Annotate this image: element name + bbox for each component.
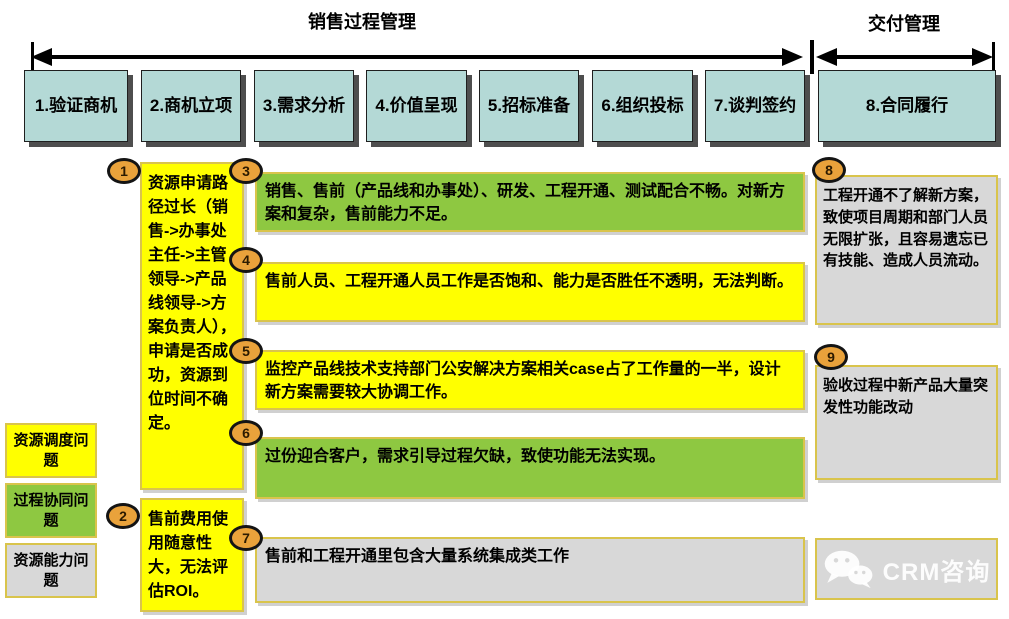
stage-box-4: 4.价值呈现 <box>366 70 467 142</box>
delivery-title: 交付管理 <box>868 14 940 34</box>
stage-label: 4.价值呈现 <box>375 95 458 115</box>
sales-process-title: 销售过程管理 <box>308 12 416 32</box>
legend-label: 过程协同问题 <box>13 492 89 529</box>
stage-label: 7.谈判签约 <box>713 95 797 115</box>
annotation-number-6: 6 <box>229 420 263 446</box>
annotation-text: 监控产品线技术支持部门公安解决方案相关case占了工作量的一半，设计新方案需要较… <box>265 361 781 402</box>
stage-label: 8.合同履行 <box>865 95 949 115</box>
stage-label: 2.商机立项 <box>149 95 233 115</box>
annotation-text: 售前和工程开通里包含大量系统集成类工作 <box>265 548 570 565</box>
annotation-box-8: 工程开通不了解新方案，致使项目周期和部门人员无限扩张，且容易遗忘已有技能、造成人… <box>815 175 998 325</box>
annotation-box-2: 售前费用使用随意性大，无法评估ROI。 <box>140 498 244 612</box>
annotation-number-8: 8 <box>812 157 846 183</box>
stage-box-3: 3.需求分析 <box>254 70 354 142</box>
annotation-box-6: 过份迎合客户，需求引导过程欠缺，致使功能无法实现。 <box>255 437 805 499</box>
annotation-number-4: 4 <box>229 247 263 273</box>
wechat-icon <box>824 550 873 589</box>
stage-box-2: 2.商机立项 <box>141 70 241 142</box>
annotation-text: 验收过程中新产品大量突发性功能改动 <box>823 377 989 416</box>
legend-item-resource-capability: 资源能力问题 <box>5 543 97 598</box>
annotation-box-3: 销售、售前（产品线和办事处）、研发、工程开通、测试配合不畅。对新方案和复杂，售前… <box>255 172 805 232</box>
annotation-text: 销售、售前（产品线和办事处）、研发、工程开通、测试配合不畅。对新方案和复杂，售前… <box>265 183 786 224</box>
stage-box-6: 6.组织投标 <box>592 70 693 142</box>
legend-label: 资源调度问题 <box>13 432 89 469</box>
stage-label: 6.组织投标 <box>601 95 684 115</box>
stage-box-8: 8.合同履行 <box>818 70 996 142</box>
annotation-box-1: 资源申请路径过长（销售->办事处主任->主管领导->产品线领导->方案负责人），… <box>140 162 244 490</box>
stage-box-7: 7.谈判签约 <box>705 70 805 142</box>
annotation-number-3: 3 <box>229 158 263 184</box>
stage-label: 5.招标准备 <box>487 95 571 115</box>
stage-box-1: 1.验证商机 <box>24 70 128 142</box>
stage-box-5: 5.招标准备 <box>479 70 579 142</box>
timeline-arrows <box>31 40 995 74</box>
delivery-arrow-right-head <box>972 48 993 66</box>
annotation-box-4: 售前人员、工程开通人员工作是否饱和、能力是否胜任不透明，无法判断。 <box>255 262 805 322</box>
annotation-number-7: 7 <box>229 525 263 551</box>
annotation-box-5: 监控产品线技术支持部门公安解决方案相关case占了工作量的一半，设计新方案需要较… <box>255 350 805 410</box>
annotation-box-7: 售前和工程开通里包含大量系统集成类工作 <box>255 537 805 603</box>
annotation-text: 售前费用使用随意性大，无法评估ROI。 <box>148 511 229 600</box>
annotation-text: 过份迎合客户，需求引导过程欠缺，致使功能无法实现。 <box>265 448 666 465</box>
watermark-label: CRM咨询 <box>882 558 991 586</box>
annotation-text: 售前人员、工程开通人员工作是否饱和、能力是否胜任不透明，无法判断。 <box>265 273 794 290</box>
annotation-number-9: 9 <box>814 344 848 370</box>
annotation-text: 资源申请路径过长（销售->办事处主任->主管领导->产品线领导->方案负责人），… <box>148 175 237 432</box>
delivery-arrow-right-tick <box>992 42 995 74</box>
stage-label: 3.需求分析 <box>262 95 346 115</box>
legend-item-process-collaboration: 过程协同问题 <box>5 483 97 538</box>
stage-label: 1.验证商机 <box>34 95 118 115</box>
annotation-box-9: 验收过程中新产品大量突发性功能改动 <box>815 365 998 480</box>
annotation-number-2: 2 <box>106 503 140 529</box>
annotation-number-1: 1 <box>107 158 141 184</box>
legend-label: 资源能力问题 <box>13 552 89 589</box>
annotation-number-5: 5 <box>229 338 263 364</box>
sales-arrow-right-head <box>782 48 803 66</box>
legend-item-resource-scheduling: 资源调度问题 <box>5 423 97 478</box>
arrow-divider-tick <box>810 40 814 74</box>
annotation-text: 工程开通不了解新方案，致使项目周期和部门人员无限扩张，且容易遗忘已有技能、造成人… <box>823 187 989 270</box>
watermark: CRM咨询 <box>815 538 998 600</box>
